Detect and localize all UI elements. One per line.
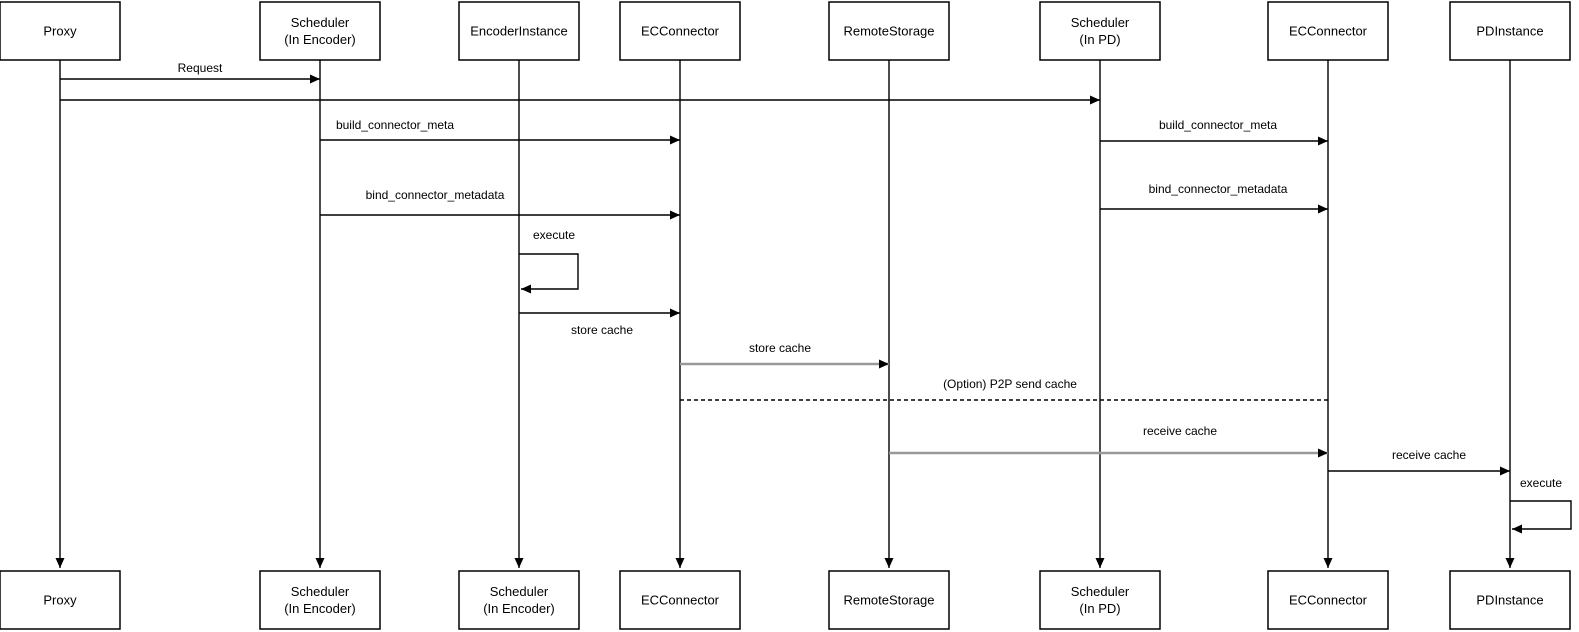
bottom-box-label-encoder-instance: (In Encoder) — [483, 601, 555, 616]
bottom-box-pd-instance — [1449, 570, 1571, 630]
top-box-proxy — [0, 1, 121, 61]
top-box-ec-connector-2 — [1267, 1, 1389, 61]
bottom-box-label-scheduler-pd: (In PD) — [1079, 601, 1120, 616]
top-box-label-scheduler-encoder: (In Encoder) — [284, 32, 356, 47]
bottom-box-label-scheduler-pd: Scheduler — [1071, 584, 1130, 599]
message-label-store-cache-2: store cache — [749, 341, 811, 355]
top-box-label-ec-connector-1: ECConnector — [641, 24, 720, 39]
message-label-build-connector-meta-1: build_connector_meta — [336, 118, 454, 132]
self-loop-execute-pd — [1510, 500, 1572, 534]
top-box-label-pd-instance: PDInstance — [1476, 24, 1543, 39]
top-box-pd-instance — [1449, 1, 1571, 61]
bottom-box-label-proxy: Proxy — [43, 593, 77, 608]
message-label-receive-cache-2: receive cache — [1392, 448, 1466, 462]
bottom-box-scheduler-pd — [1039, 570, 1161, 630]
top-box-encoder-instance — [458, 1, 580, 61]
top-box-label-scheduler-pd: (In PD) — [1079, 32, 1120, 47]
message-label-p2p-send-cache: (Option) P2P send cache — [943, 377, 1077, 391]
bottom-box-label-ec-connector-2: ECConnector — [1289, 593, 1368, 608]
message-label-build-connector-meta-2: build_connector_meta — [1159, 118, 1277, 132]
bottom-box-ec-connector-2 — [1267, 570, 1389, 630]
top-box-label-scheduler-pd: Scheduler — [1071, 15, 1130, 30]
bottom-box-label-remote-storage: RemoteStorage — [843, 593, 934, 608]
bottom-box-proxy — [0, 570, 121, 630]
top-box-label-remote-storage: RemoteStorage — [843, 24, 934, 39]
bottom-box-ec-connector-1 — [619, 570, 741, 630]
message-label-bind-connector-metadata-2: bind_connector_metadata — [1149, 182, 1288, 196]
bottom-box-label-scheduler-encoder: Scheduler — [291, 584, 350, 599]
top-box-remote-storage — [828, 1, 950, 61]
bottom-box-label-pd-instance: PDInstance — [1476, 593, 1543, 608]
top-box-scheduler-pd — [1039, 1, 1161, 61]
message-label-request: Request — [178, 61, 223, 75]
message-label-bind-connector-metadata-1: bind_connector_metadata — [366, 188, 505, 202]
self-loop-label-execute-pd: execute — [1520, 476, 1562, 490]
top-box-scheduler-encoder — [259, 1, 381, 61]
bottom-box-remote-storage — [828, 570, 950, 630]
top-box-label-proxy: Proxy — [43, 24, 77, 39]
top-box-label-ec-connector-2: ECConnector — [1289, 24, 1368, 39]
bottom-box-encoder-instance — [458, 570, 580, 630]
bottom-box-label-scheduler-encoder: (In Encoder) — [284, 601, 356, 616]
self-loop-execute-encoder — [519, 253, 579, 294]
bottom-box-scheduler-encoder — [259, 570, 381, 630]
message-label-store-cache-1: store cache — [571, 323, 633, 337]
top-box-ec-connector-1 — [619, 1, 741, 61]
top-box-label-encoder-instance: EncoderInstance — [470, 24, 568, 39]
self-loop-label-execute-encoder: execute — [533, 228, 575, 242]
top-box-label-scheduler-encoder: Scheduler — [291, 15, 350, 30]
bottom-box-label-ec-connector-1: ECConnector — [641, 593, 720, 608]
message-label-receive-cache-1: receive cache — [1143, 424, 1217, 438]
bottom-box-label-encoder-instance: Scheduler — [490, 584, 549, 599]
